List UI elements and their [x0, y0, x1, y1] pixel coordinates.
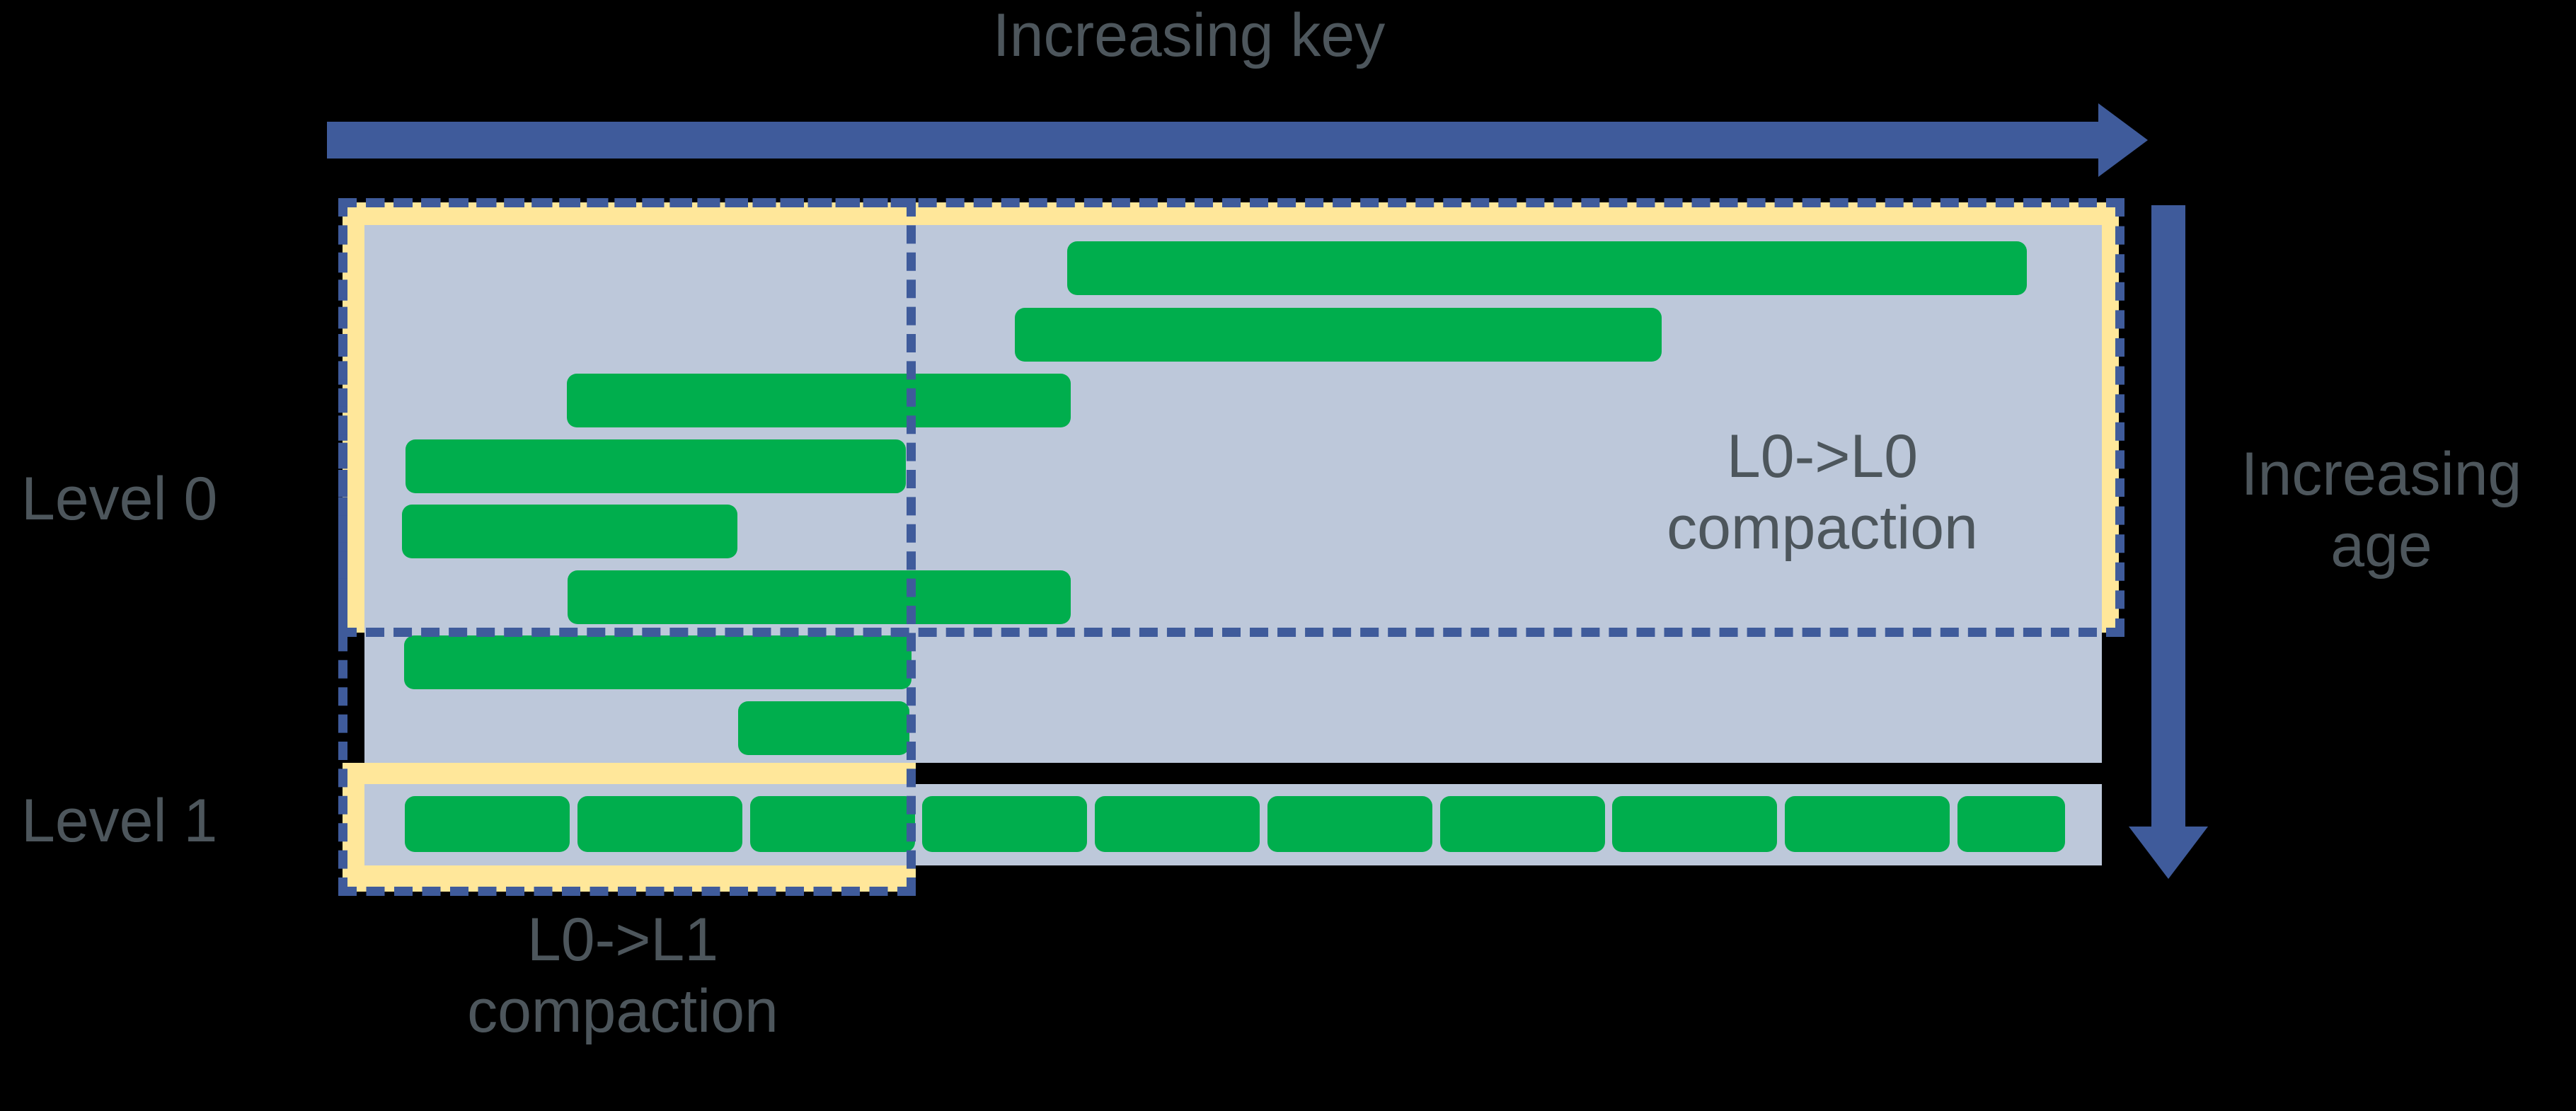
increasing-age-arrow-head — [2129, 827, 2208, 879]
l0-sstable-1[interactable] — [1067, 241, 2027, 295]
l0-sstable-7[interactable] — [404, 635, 912, 689]
increasing-age-label: Increasing age — [2241, 440, 2522, 580]
l1-sstable-5[interactable] — [1095, 796, 1260, 852]
l1-sstable-1[interactable] — [405, 796, 570, 852]
l0-l1-compaction-selection[interactable] — [338, 198, 916, 896]
l0-sstable-4[interactable] — [406, 439, 906, 493]
increasing-key-arrow-head — [2098, 103, 2148, 177]
l1-sstable-6[interactable] — [1267, 796, 1432, 852]
l0-sstable-6[interactable] — [568, 570, 1071, 624]
l0-l0-compaction-label: L0->L0 compaction — [1667, 422, 1978, 563]
l0-sstable-8[interactable] — [738, 701, 909, 755]
l1-sstable-10[interactable] — [1957, 796, 2065, 852]
increasing-age-arrow-shaft — [2151, 205, 2185, 828]
level-1-label: Level 1 — [21, 787, 218, 855]
l1-sstable-4[interactable] — [922, 796, 1087, 852]
l1-sstable-9[interactable] — [1785, 796, 1950, 852]
l1-sstable-2[interactable] — [577, 796, 742, 852]
increasing-key-label: Increasing key — [992, 1, 1386, 69]
l0-l1-compaction-label: L0->L1 compaction — [467, 906, 778, 1046]
l1-sstable-3[interactable] — [750, 796, 915, 852]
l0-sstable-2[interactable] — [1015, 308, 1662, 362]
l0-sstable-5[interactable] — [402, 505, 737, 558]
level-0-label: Level 0 — [21, 465, 218, 533]
l1-sstable-7[interactable] — [1440, 796, 1605, 852]
l1-sstable-8[interactable] — [1612, 796, 1777, 852]
increasing-key-arrow-shaft — [327, 122, 2103, 159]
l0-sstable-3[interactable] — [567, 374, 1071, 427]
